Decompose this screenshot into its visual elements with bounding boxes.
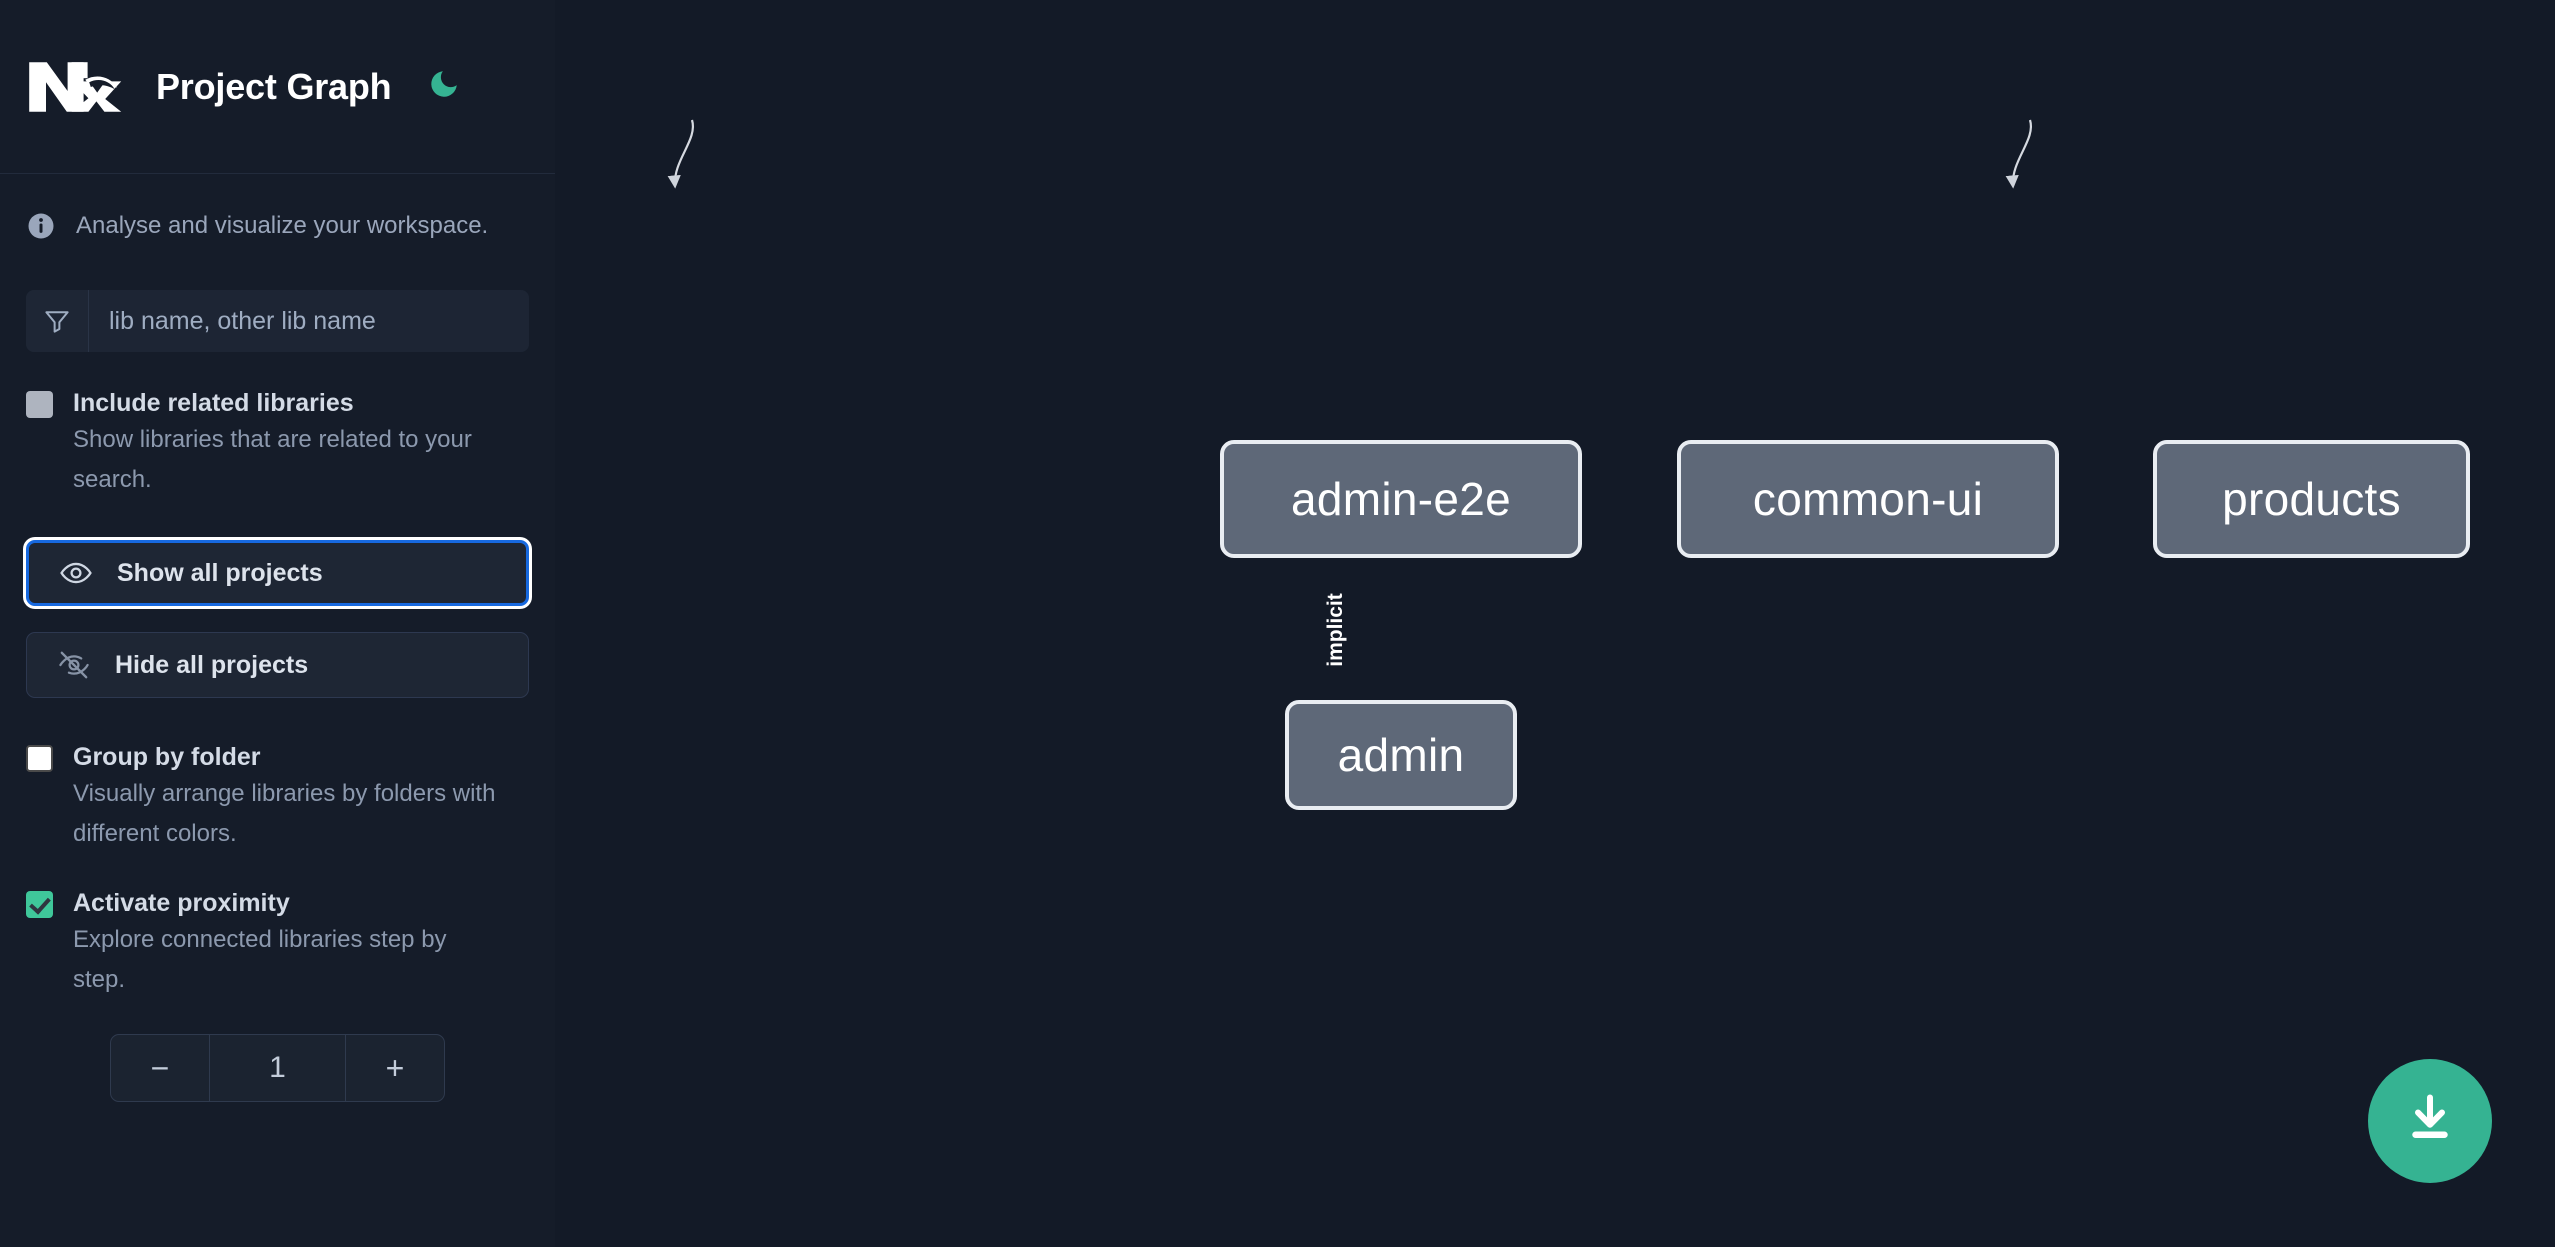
filter-row[interactable] [26,290,529,352]
hide-all-projects-label: Hide all projects [115,650,309,679]
option-group-by-folder[interactable]: Group by folder Visually arrange librari… [26,740,529,854]
sidebar: Project Graph Analyse and visualize your… [0,0,555,1247]
theme-toggle-button[interactable] [421,64,467,110]
graph-edges [667,119,2033,189]
graph-node-admin[interactable]: admin [1285,700,1517,810]
show-all-projects-button[interactable]: Show all projects [26,540,529,606]
node-label: common-ui [1752,473,1984,525]
graph-canvas[interactable]: admin-e2e common-ui products store-e2e a… [555,0,2555,1247]
graph-node-products[interactable]: products [2153,440,2470,558]
option-description: Visually arrange libraries by folders wi… [73,780,496,847]
sidebar-tagline: Analyse and visualize your workspace. [0,174,555,278]
info-icon [26,211,56,241]
nx-logo [26,57,122,117]
show-all-projects-label: Show all projects [117,558,323,587]
option-title: Include related libraries [73,389,354,417]
hide-all-projects-button[interactable]: Hide all projects [26,632,529,698]
option-activate-proximity[interactable]: Activate proximity Explore connected lib… [26,886,529,1000]
graph-node-admin-e2e[interactable]: admin-e2e [1220,440,1582,558]
proximity-stepper[interactable]: − 1 + [110,1034,445,1102]
group-by-folder-checkbox[interactable] [26,745,53,772]
option-title: Group by folder [73,743,261,771]
download-icon [2400,1089,2460,1154]
node-label: products [2222,473,2401,525]
option-description: Explore connected libraries step by step… [73,926,447,993]
eye-off-icon [55,646,93,684]
sidebar-header: Project Graph [0,0,555,174]
option-title: Activate proximity [73,889,290,917]
stepper-decrement-button[interactable]: − [111,1035,210,1101]
option-description: Show libraries that are related to your … [73,426,472,493]
edge-label-admin-implicit: implicit [1323,593,1347,667]
include-related-libraries-checkbox[interactable] [26,391,53,418]
tagline-text: Analyse and visualize your workspace. [76,212,489,239]
search-input[interactable] [89,290,529,352]
stepper-value: 1 [269,1051,286,1084]
option-include-related-libraries[interactable]: Include related libraries Show libraries… [26,386,529,500]
moon-icon [427,67,461,106]
node-label: admin-e2e [1290,473,1512,525]
download-image-button[interactable] [2368,1059,2492,1183]
stepper-increment-button[interactable]: + [345,1035,444,1101]
eye-icon [57,554,95,592]
sidebar-body: Include related libraries Show libraries… [0,290,555,1102]
page-title: Project Graph [156,65,392,107]
funnel-icon[interactable] [26,290,89,352]
node-label: admin [1337,729,1465,781]
activate-proximity-checkbox[interactable] [26,891,53,918]
graph-node-common-ui[interactable]: common-ui [1677,440,2059,558]
